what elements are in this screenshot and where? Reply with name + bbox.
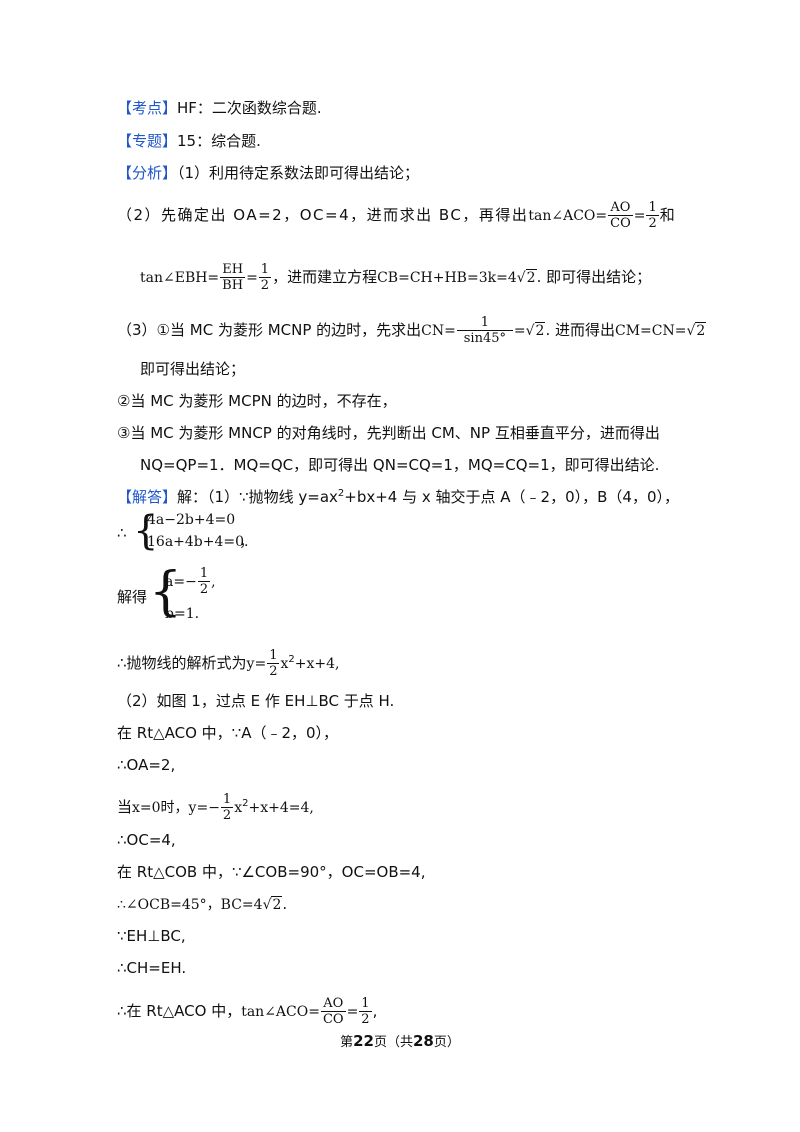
solution-s2-i: ∴CH=EH. <box>117 959 187 977</box>
solution-s2-h: ∵EH⊥BC, <box>117 927 186 945</box>
zhuanti-tag: 【专题】 <box>117 132 178 150</box>
fenxi-line: 【分析】（1）利用待定系数法即可得出结论； <box>117 162 419 184</box>
sqrt-two-b: √2 <box>525 322 546 339</box>
page-number: 22 <box>353 1032 374 1050</box>
analysis-part5b: NQ=QP=1．MQ=QC，即可得出 QN=CQ=1，MQ=CQ=1，即可得出结… <box>140 456 660 474</box>
solution-s2-f: 在 Rt△COB 中，∵∠COB=90°，OC=OB=4, <box>117 863 426 881</box>
kaodian-line: 【考点】HF：二次函数综合题. <box>117 97 322 119</box>
equation-system-1: ∴ { 4a−2b+4=0 16a+4b+4=0. ， <box>117 508 255 554</box>
solution-s2-b: 在 Rt△ACO 中，∵A（﹣2，0）， <box>117 724 339 742</box>
left-brace: { <box>133 508 159 554</box>
analysis-part4: ②当 MC 为菱形 MCPN 的边时，不存在， <box>117 392 397 410</box>
fenxi-tag: 【分析】 <box>117 164 178 182</box>
left-brace-2: { <box>149 562 183 622</box>
jieda-line: 【解答】解：（1）∵抛物线 y=ax2+bx+4 与 x 轴交于点 A（﹣2，0… <box>117 488 680 506</box>
solution-s2-g: ∴∠OCB=45°，BC=4√2. <box>117 895 288 913</box>
kaodian-tag: 【考点】 <box>117 99 178 117</box>
solution-s2-a: （2）如图 1，过点 E 作 EH⊥BC 于点 H. <box>117 692 395 710</box>
sqrt-two-d: √2 <box>262 896 283 913</box>
page-total: 28 <box>413 1032 434 1050</box>
tan-ebh-label: tan∠EBH= <box>140 270 220 286</box>
analysis-part3-cont: 即可得出结论； <box>140 360 246 378</box>
page-footer: 第22页（共28页） <box>340 1032 460 1050</box>
zhuanti-line: 【专题】15：综合题. <box>117 130 261 152</box>
solution-s2-c: ∴OA=2, <box>117 756 176 774</box>
analysis-part5: ③当 MC 为菱形 MNCP 的对角线时，先判断出 CM、NP 互相垂直平分，进… <box>117 424 660 442</box>
analysis-part2-text: （2）先确定出 OA=2，OC=4，进而求出 BC，再得出 <box>117 206 529 224</box>
zhuanti-text: 15：综合题. <box>177 132 261 150</box>
solution-s2-e: ∴OC=4, <box>117 831 176 849</box>
jieda-tag: 【解答】 <box>117 488 178 506</box>
fenxi-text: （1）利用待定系数法即可得出结论； <box>177 164 420 182</box>
kaodian-text: HF：二次函数综合题. <box>177 99 322 117</box>
sqrt-two: √2 <box>516 269 537 286</box>
sqrt-two-c: √2 <box>686 322 707 339</box>
tan-aco-label: tan∠ACO= <box>528 208 608 224</box>
